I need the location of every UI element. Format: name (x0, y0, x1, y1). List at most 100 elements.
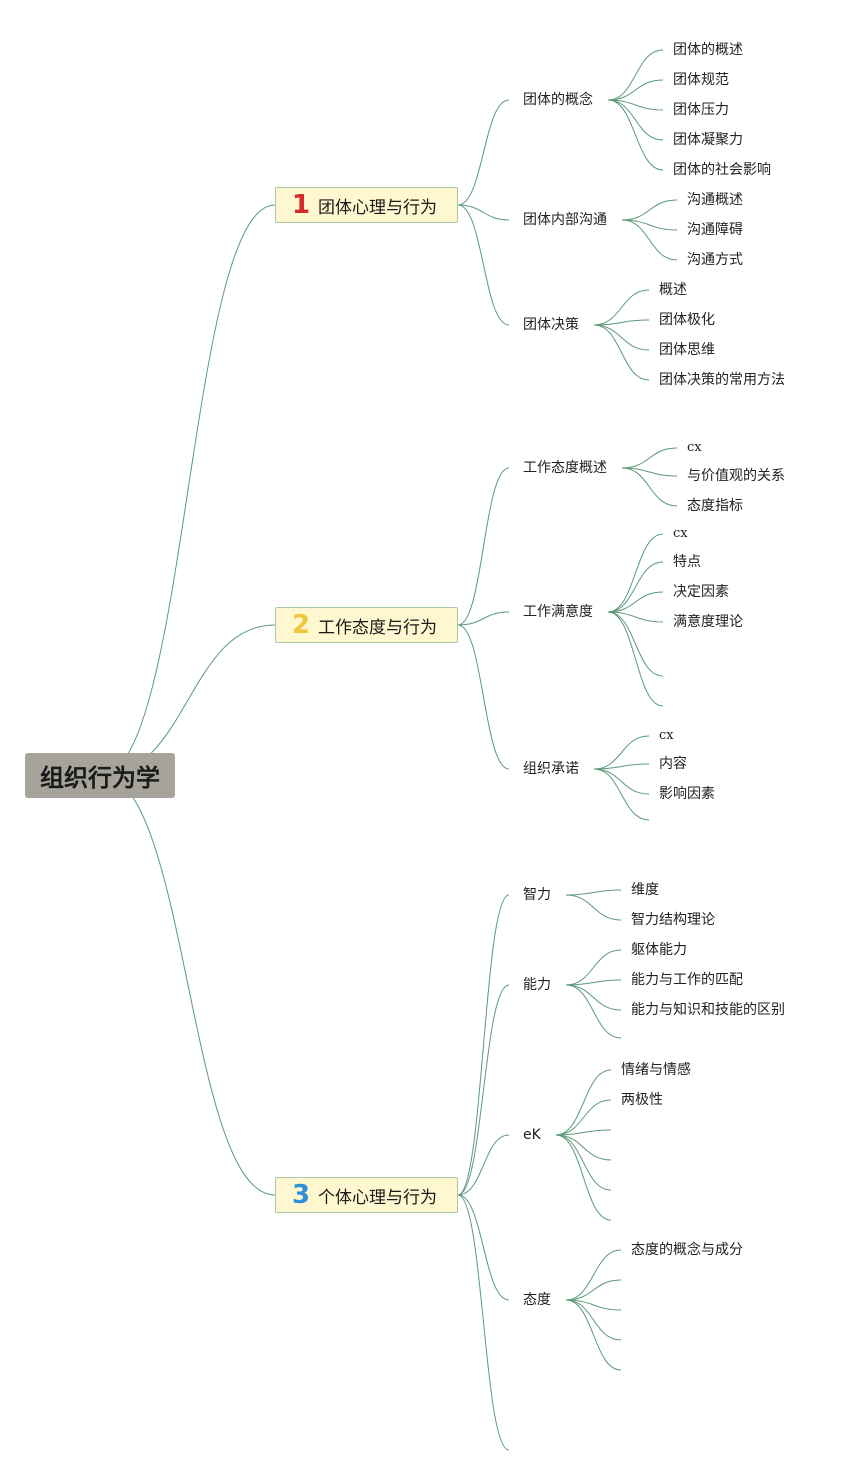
leaf-topic[interactable]: cx (687, 440, 702, 455)
main-topic-label: 个体心理与行为 (318, 1187, 437, 1208)
leaf-topic[interactable]: 内容 (659, 756, 687, 772)
leaf-connector (593, 763, 650, 770)
root-connector (100, 774, 276, 1196)
subtopic-node[interactable]: 团体的概念 (523, 92, 593, 108)
branch-connector (457, 204, 510, 326)
leaf-connector (565, 979, 622, 986)
leaf-topic[interactable]: 两极性 (621, 1092, 663, 1108)
leaf-connector (607, 99, 664, 141)
leaf-connector (565, 894, 622, 921)
leaf-connector (555, 1134, 612, 1221)
root-connector (100, 204, 276, 776)
main-topic-individual-psychology[interactable]: 3 个体心理与行为 (275, 1177, 458, 1213)
branch-connector (457, 1194, 510, 1451)
number-2-icon: 2 (291, 610, 311, 640)
leaf-topic[interactable]: 团体规范 (673, 72, 729, 88)
leaf-topic[interactable]: 沟通障碍 (687, 222, 743, 238)
leaf-topic[interactable]: 躯体能力 (631, 942, 687, 958)
leaf-connector (565, 889, 622, 896)
leaf-topic[interactable]: 团体凝聚力 (673, 132, 743, 148)
branch-connector (457, 1194, 510, 1301)
leaf-connector (555, 1134, 612, 1161)
leaf-topic[interactable]: 沟通概述 (687, 192, 743, 208)
leaf-topic[interactable]: 与价值观的关系 (687, 468, 785, 484)
branch-connector (457, 894, 510, 1196)
leaf-connector (621, 467, 678, 507)
number-1-icon: 1 (291, 190, 311, 220)
leaf-connector (607, 99, 664, 111)
subtopic-node[interactable]: 态度 (523, 1292, 551, 1308)
leaf-topic[interactable]: 维度 (631, 882, 659, 898)
branch-connector (457, 624, 510, 770)
main-topic-work-attitude[interactable]: 2 工作态度与行为 (275, 607, 458, 643)
leaf-topic[interactable]: 满意度理论 (673, 614, 743, 630)
leaf-topic[interactable]: 团体的社会影响 (673, 162, 771, 178)
leaf-connector (565, 1249, 622, 1301)
subtopic-node[interactable]: 团体内部沟通 (523, 212, 607, 228)
leaf-connector (607, 99, 664, 171)
subtopic-node[interactable]: 组织承诺 (523, 761, 579, 777)
leaf-topic[interactable]: 概述 (659, 282, 687, 298)
leaf-topic[interactable]: 团体决策的常用方法 (659, 372, 785, 388)
subtopic-node[interactable]: 工作态度概述 (523, 460, 607, 476)
leaf-connector (607, 533, 664, 613)
leaf-topic[interactable]: cx (673, 526, 688, 541)
leaf-connector (621, 219, 678, 261)
leaf-connector (565, 984, 622, 1039)
leaf-topic[interactable]: 影响因素 (659, 786, 715, 802)
leaf-connector (593, 324, 650, 381)
leaf-connector (607, 79, 664, 101)
leaf-connector (593, 768, 650, 821)
leaf-connector (555, 1099, 612, 1136)
leaf-topic[interactable]: 特点 (673, 554, 701, 570)
root-topic[interactable]: 组织行为学 (25, 753, 175, 798)
branch-connector (457, 99, 510, 206)
leaf-topic[interactable]: cx (659, 728, 674, 743)
leaf-connector (593, 735, 650, 770)
leaf-topic[interactable]: 团体极化 (659, 312, 715, 328)
leaf-connector (607, 611, 664, 623)
subtopic-node[interactable]: 能力 (523, 977, 551, 993)
leaf-connector (607, 611, 664, 677)
leaf-topic[interactable]: 能力与知识和技能的区别 (631, 1002, 785, 1018)
number-3-icon: 3 (291, 1180, 311, 1210)
leaf-connector (555, 1069, 612, 1136)
leaf-connector (555, 1129, 612, 1136)
branch-connector (457, 1134, 510, 1196)
leaf-connector (565, 1299, 622, 1311)
leaf-topic[interactable]: 团体思维 (659, 342, 715, 358)
leaf-topic[interactable]: 态度指标 (687, 498, 743, 514)
leaf-connector (621, 199, 678, 221)
leaf-connector (565, 1299, 622, 1341)
leaf-connector (593, 289, 650, 326)
leaf-connector (565, 1279, 622, 1301)
subtopic-node[interactable]: eK (523, 1127, 541, 1143)
leaf-topic[interactable]: 能力与工作的匹配 (631, 972, 743, 988)
leaf-topic[interactable]: 团体的概述 (673, 42, 743, 58)
leaf-connector (593, 324, 650, 351)
leaf-connector (565, 949, 622, 986)
branch-connector (457, 611, 510, 626)
leaf-topic[interactable]: 智力结构理论 (631, 912, 715, 928)
leaf-connector (555, 1134, 612, 1191)
branch-connector (457, 204, 510, 221)
leaf-topic[interactable]: 决定因素 (673, 584, 729, 600)
leaf-connector (565, 1299, 622, 1371)
branch-connector (457, 984, 510, 1196)
leaf-connector (607, 591, 664, 613)
leaf-topic[interactable]: 态度的概念与成分 (631, 1242, 743, 1258)
branch-connector (457, 467, 510, 626)
leaf-topic[interactable]: 情绪与情感 (621, 1062, 691, 1078)
main-topic-label: 团体心理与行为 (318, 197, 437, 218)
leaf-connector (621, 219, 678, 231)
leaf-connector (607, 561, 664, 613)
subtopic-node[interactable]: 工作满意度 (523, 604, 593, 620)
subtopic-node[interactable]: 团体决策 (523, 317, 579, 333)
leaf-topic[interactable]: 沟通方式 (687, 252, 743, 268)
subtopic-node[interactable]: 智力 (523, 887, 551, 903)
main-topic-group-psychology[interactable]: 1 团体心理与行为 (275, 187, 458, 223)
leaf-topic[interactable]: 团体压力 (673, 102, 729, 118)
leaf-connector (593, 319, 650, 326)
main-topic-label: 工作态度与行为 (318, 617, 437, 638)
